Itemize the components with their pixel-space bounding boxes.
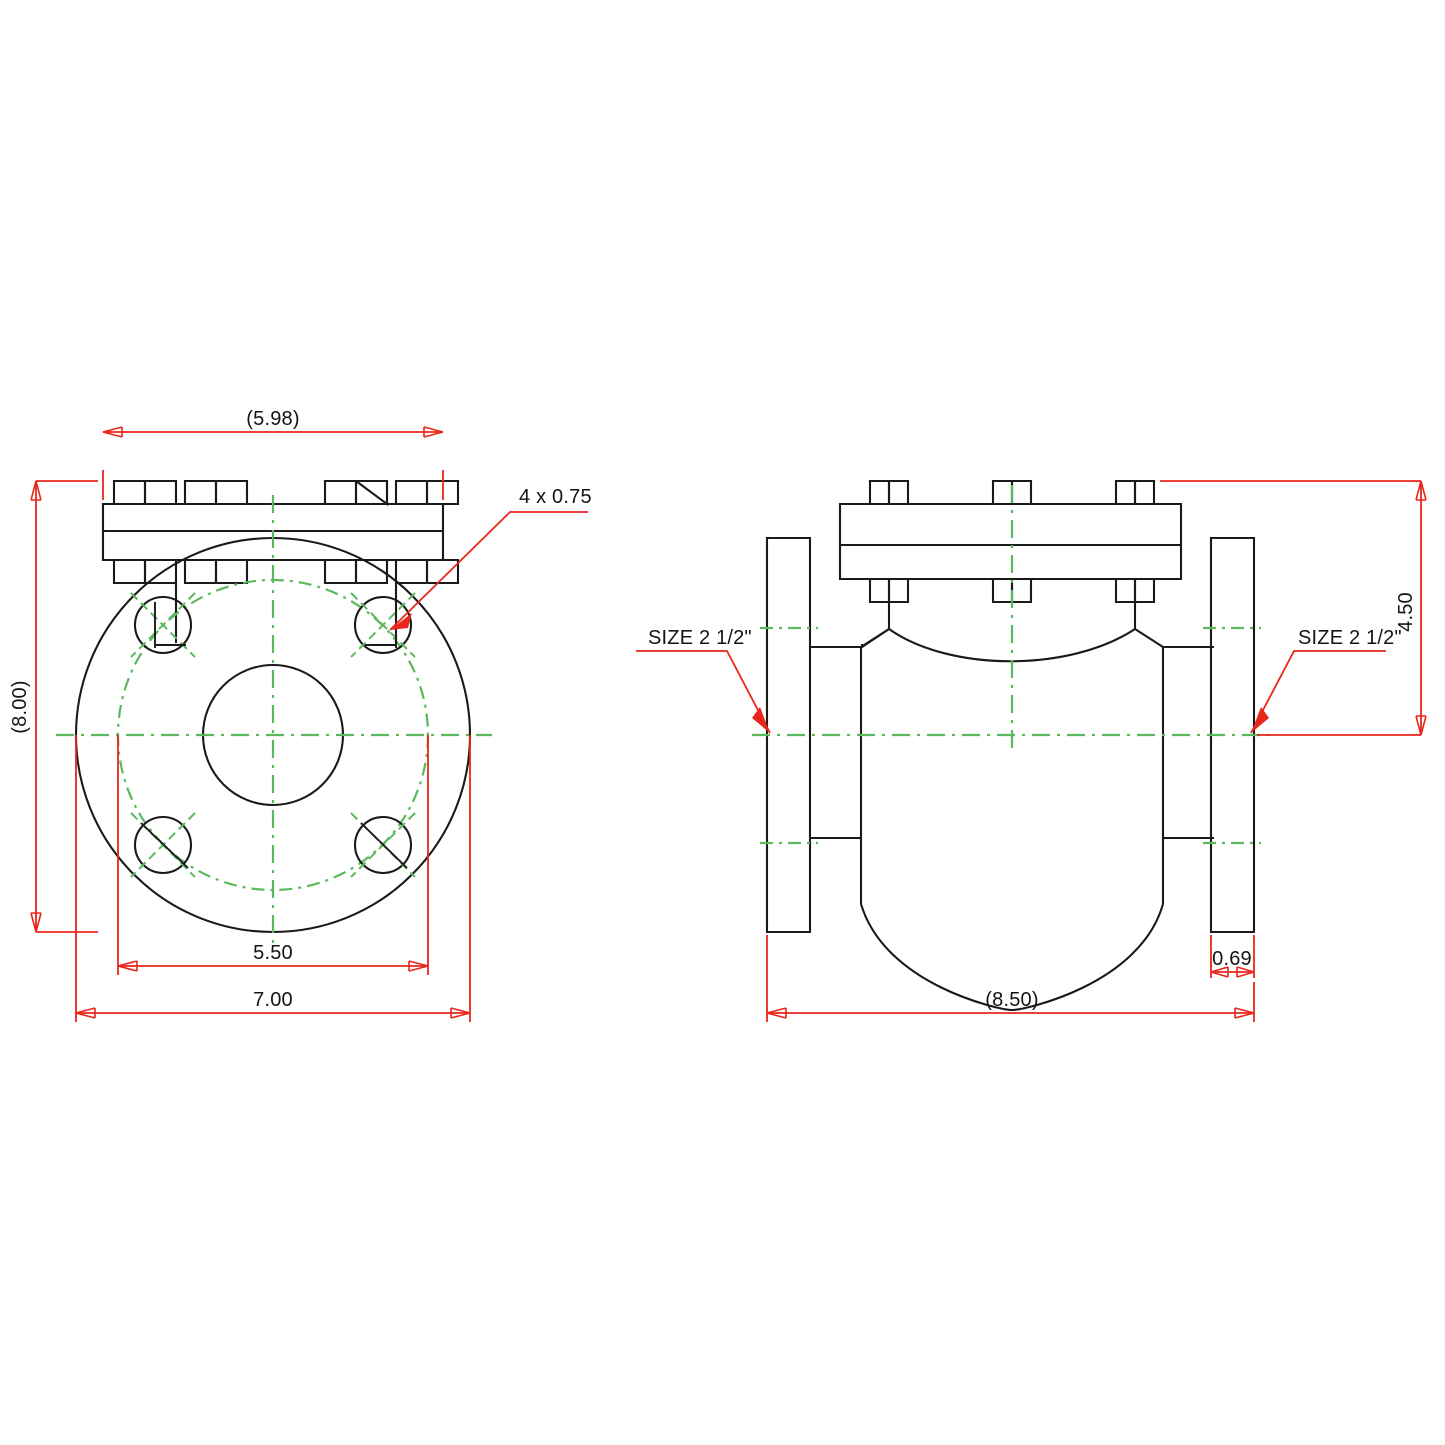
dim-flange-od: 7.00	[75, 735, 471, 1022]
bolt-hole-lower-left	[133, 815, 193, 875]
bolt-hole-lower-right	[353, 815, 413, 875]
stud-edge-lower-right	[360, 822, 408, 869]
right-end-flange	[1209, 536, 1256, 934]
body-top-left-chamfer	[860, 628, 890, 648]
dim-bonnet-width: (5.98)	[102, 408, 444, 500]
side-view-group: 4.50 SIZE 2 1/2" SIZE 2 1/2" 0.69	[636, 479, 1427, 1022]
dim-flange-height: (8.00)	[9, 480, 98, 933]
callout-bolt-holes: 4 x 0.75	[389, 486, 592, 631]
dim-centerline-to-top: 4.50	[1160, 480, 1427, 736]
stud-edge-lower-left	[140, 822, 189, 869]
bolt-hole-upper-left	[133, 595, 193, 655]
dim-flange-thickness-text: 0.69	[1212, 948, 1252, 970]
dim-face-to-face: (8.50)	[766, 935, 1255, 1022]
callout-size-left-text: SIZE 2 1/2"	[648, 627, 752, 649]
body-top-curve	[888, 628, 1136, 663]
callout-bolt-holes-text: 4 x 0.75	[519, 486, 592, 508]
body-bottom-curve	[859, 903, 1165, 1012]
side-bonnet-flange-body	[838, 502, 1183, 581]
end-view-group: (5.98) (8.00) 4 x 0.75 5.50	[9, 408, 592, 1022]
dim-face-to-face-text: (8.50)	[985, 989, 1038, 1011]
dim-flange-height-text: (8.00)	[9, 680, 31, 733]
dim-bonnet-width-text: (5.98)	[246, 408, 299, 430]
dim-bolt-circle: 5.50	[117, 735, 429, 975]
bonnet-upper-nuts	[112, 479, 460, 507]
dim-flange-od-text: 7.00	[253, 989, 293, 1011]
bonnet-plan-group	[101, 479, 460, 643]
dim-flange-thickness: 0.69	[1210, 935, 1255, 978]
body-top-right-chamfer	[1134, 628, 1164, 648]
callout-size-right: SIZE 2 1/2"	[1250, 627, 1402, 734]
callout-size-right-text: SIZE 2 1/2"	[1298, 627, 1402, 649]
left-end-flange	[765, 536, 812, 934]
dim-centerline-to-top-text: 4.50	[1395, 592, 1417, 632]
callout-size-left: SIZE 2 1/2"	[636, 627, 771, 734]
bonnet-lower-nuts	[112, 558, 460, 585]
valve-body-group	[810, 628, 1214, 1012]
side-bonnet-group	[838, 479, 1183, 630]
bonnet-stud-shanks	[174, 583, 398, 643]
dim-bolt-circle-text: 5.50	[253, 942, 293, 964]
bolt-hole-upper-right	[353, 595, 413, 655]
